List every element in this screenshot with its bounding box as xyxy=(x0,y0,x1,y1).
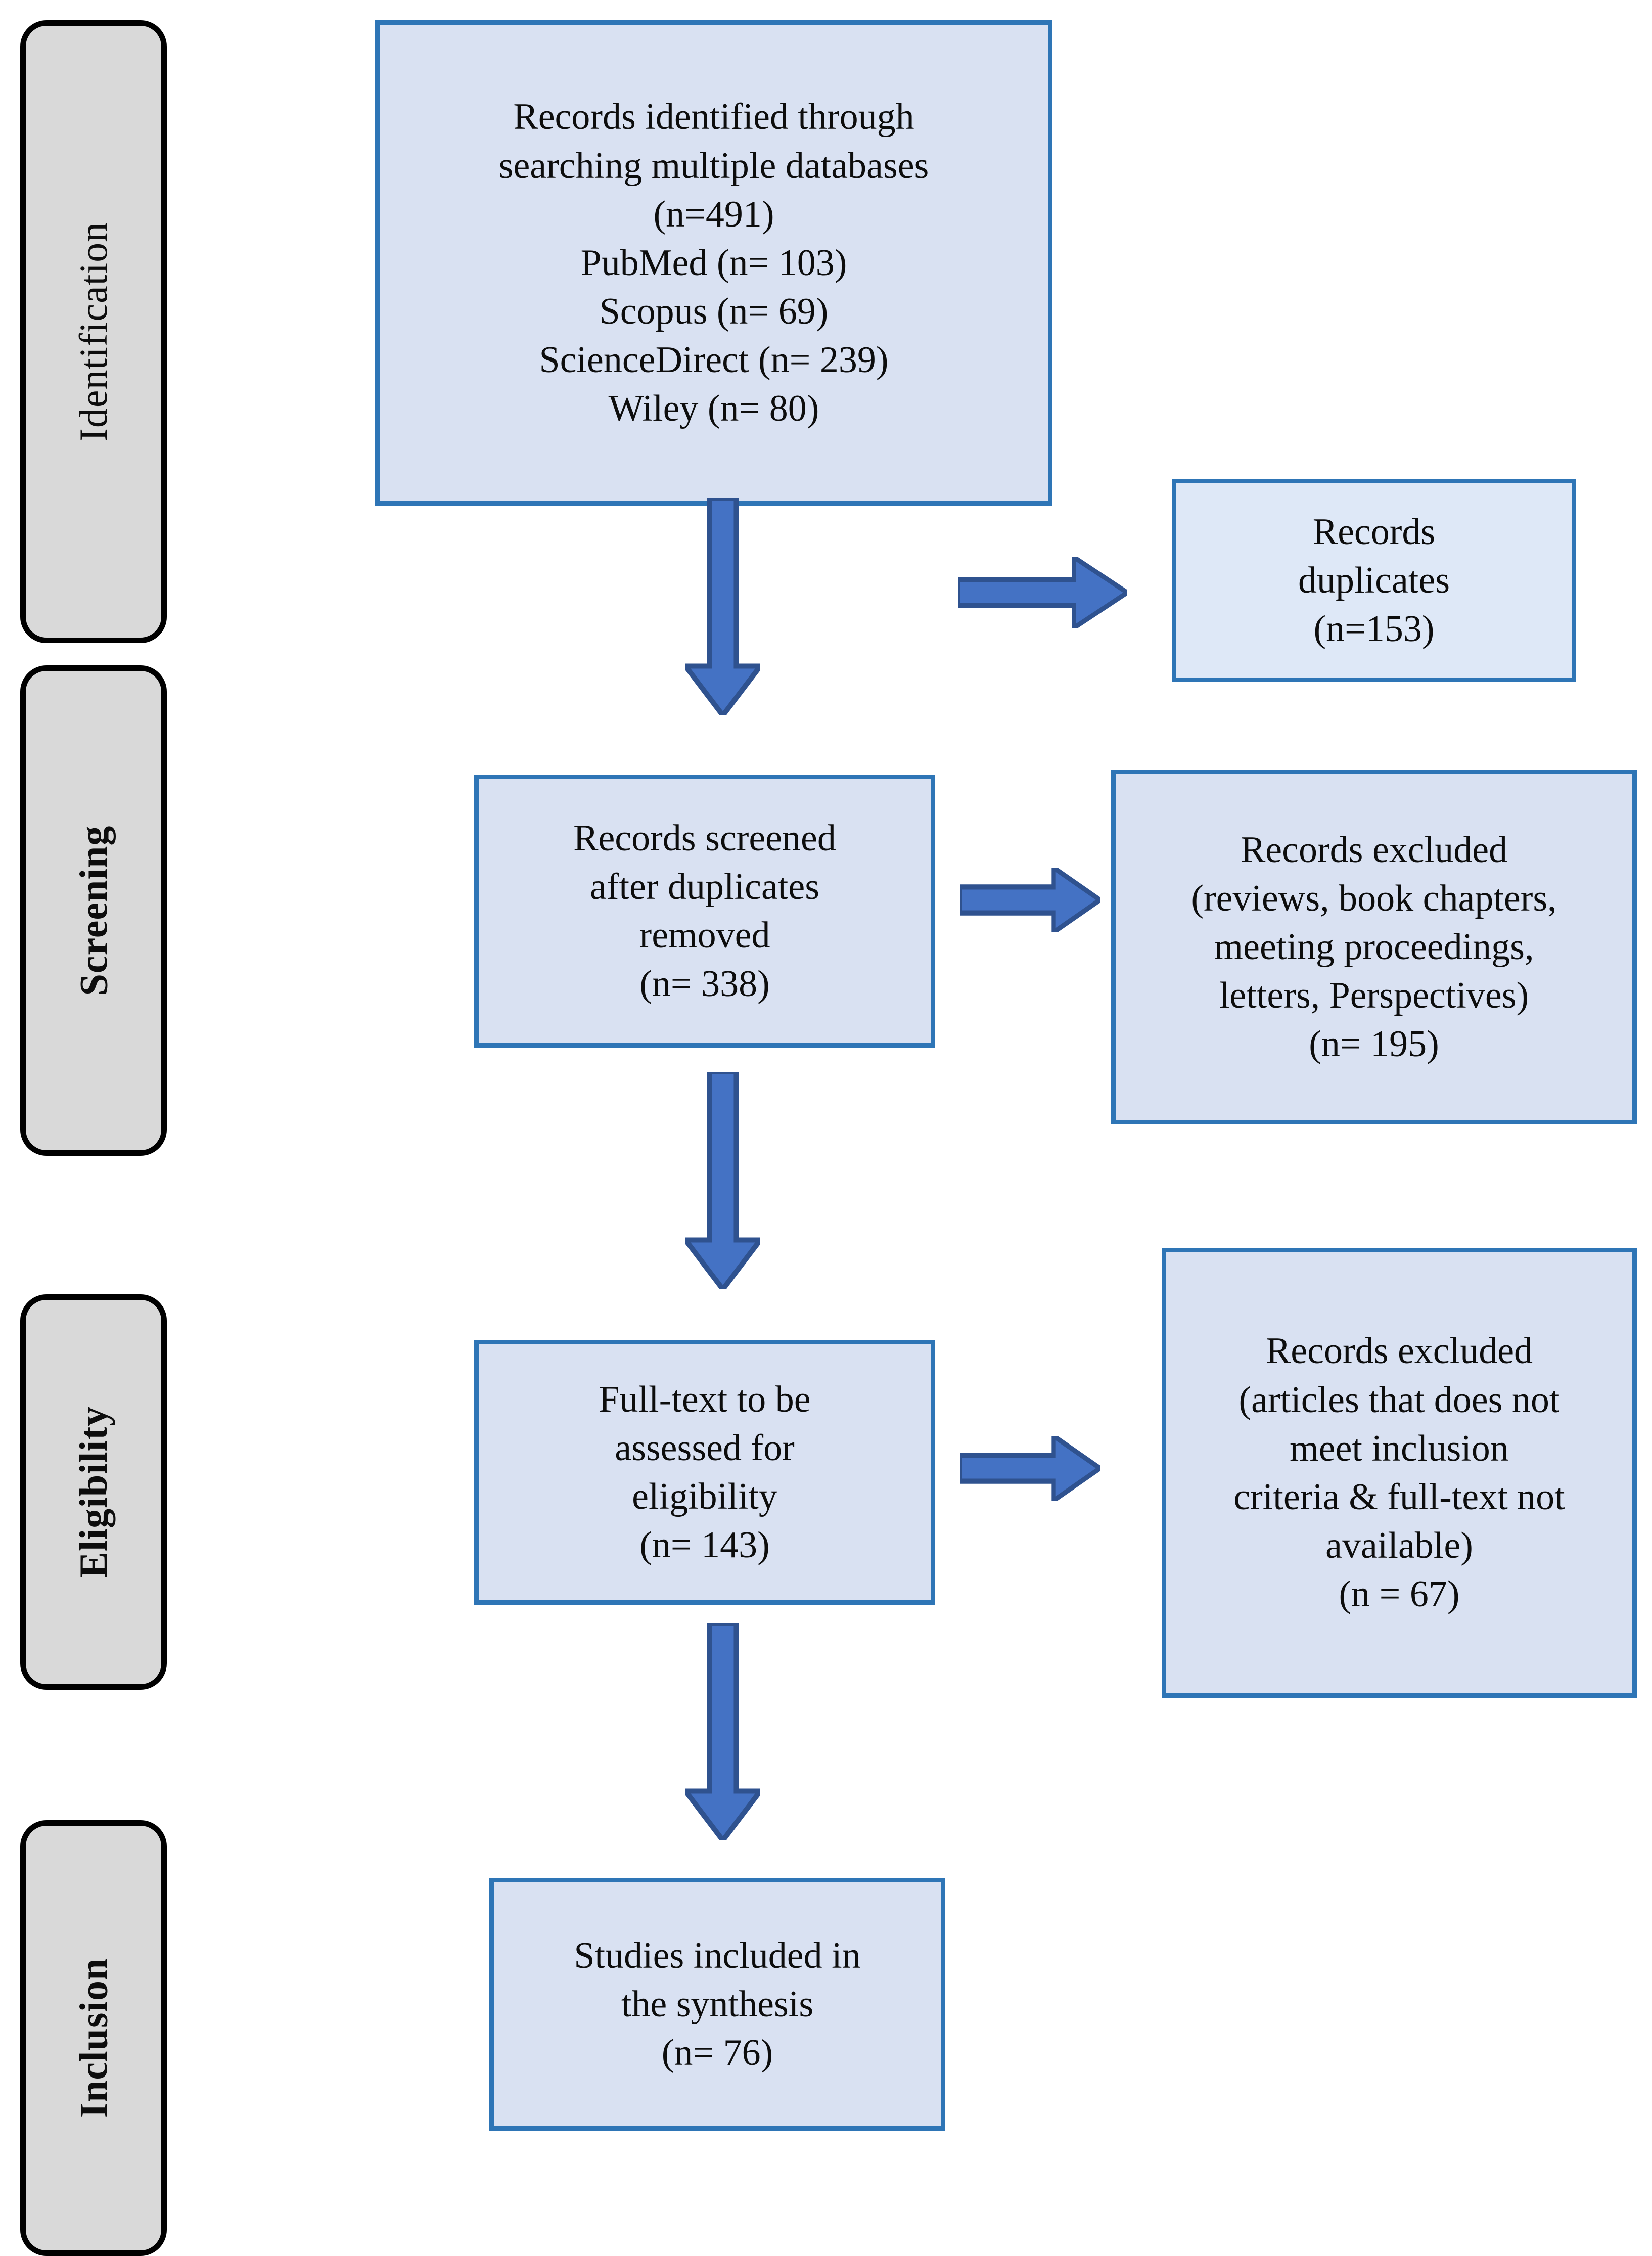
box-fulltext-assessed-text: Full-text to be assessed for eligibility… xyxy=(599,1378,811,1566)
box-studies-included-text: Studies included in the synthesis (n= 76… xyxy=(574,1934,861,2074)
arrow-down-identified-to-screened xyxy=(685,498,760,715)
box-records-screened: Records screened after duplicates remove… xyxy=(474,775,935,1048)
stage-screening: Screening xyxy=(20,665,167,1156)
box-records-duplicates: Records duplicates (n=153) xyxy=(1172,479,1576,682)
box-studies-included: Studies included in the synthesis (n= 76… xyxy=(489,1878,945,2131)
arrow-right-to-excluded-eligibility xyxy=(960,1436,1100,1501)
box-records-identified-text: Records identified through searching mul… xyxy=(498,96,929,430)
stage-eligibility-label: Eligibility xyxy=(71,1406,115,1578)
stage-inclusion-label: Inclusion xyxy=(71,1958,115,2118)
arrow-right-to-duplicates xyxy=(958,557,1127,628)
arrow-down-screened-to-fulltext xyxy=(685,1072,760,1289)
box-records-excluded-screening: Records excluded (reviews, book chapters… xyxy=(1111,770,1637,1124)
box-records-excluded-screening-text: Records excluded (reviews, book chapters… xyxy=(1191,829,1557,1065)
arrow-down-fulltext-to-included xyxy=(685,1623,760,1840)
arrow-right-to-excluded-screening xyxy=(960,868,1100,932)
box-records-excluded-eligibility: Records excluded (articles that does not… xyxy=(1162,1248,1637,1698)
stage-identification: Identification xyxy=(20,20,167,643)
stage-inclusion: Inclusion xyxy=(20,1820,167,2256)
stage-screening-label: Screening xyxy=(71,825,116,996)
box-records-screened-text: Records screened after duplicates remove… xyxy=(573,817,836,1005)
box-records-excluded-eligibility-text: Records excluded (articles that does not… xyxy=(1233,1330,1565,1615)
box-records-duplicates-text: Records duplicates (n=153) xyxy=(1298,511,1450,650)
stage-eligibility: Eligibility xyxy=(20,1294,167,1690)
stage-identification-label: Identification xyxy=(71,221,116,442)
box-fulltext-assessed: Full-text to be assessed for eligibility… xyxy=(474,1340,935,1605)
box-records-identified: Records identified through searching mul… xyxy=(375,20,1052,506)
